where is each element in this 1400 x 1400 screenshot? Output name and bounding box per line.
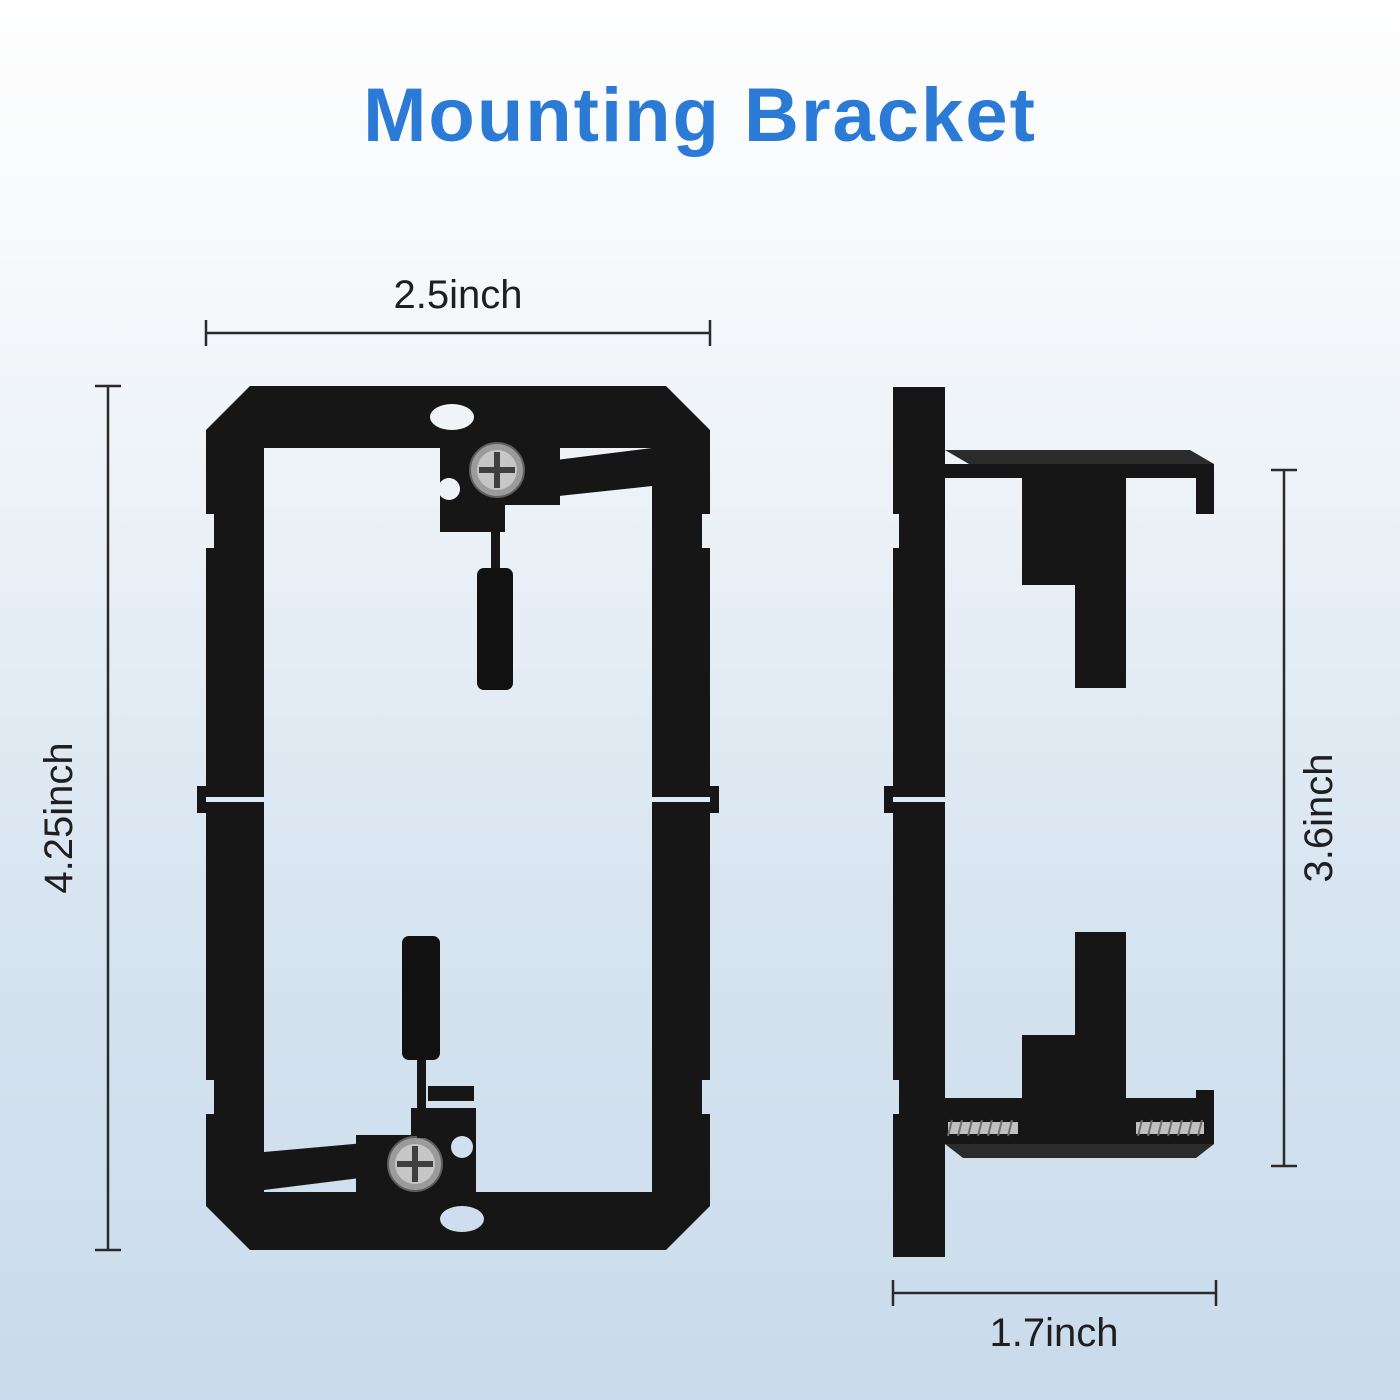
side-screw-threads — [947, 1119, 1203, 1137]
bottom-lever-stem — [417, 1056, 426, 1138]
top-plate-hole — [438, 478, 460, 500]
bottom-plate-hole — [451, 1136, 473, 1158]
frame-notch — [202, 514, 214, 548]
side-top-beam-end — [1196, 464, 1214, 514]
side-bottom-beam-face — [945, 1144, 1214, 1158]
side-screw-cover — [1018, 1118, 1136, 1138]
side-mid-tab — [884, 786, 893, 813]
side-bottom-hook — [1022, 932, 1126, 1102]
side-depth-dimension — [891, 1280, 1218, 1306]
side-view-bracket — [884, 387, 1214, 1257]
top-oval-hole — [430, 404, 474, 430]
side-top-beam — [945, 464, 1214, 478]
mid-side-tab — [710, 786, 719, 813]
bottom-clamp-lever — [402, 936, 440, 1060]
side-score-line — [893, 797, 945, 802]
bottom-latch — [428, 1086, 474, 1101]
bottom-oval-hole — [440, 1206, 484, 1232]
frame-notch — [702, 1080, 714, 1114]
side-flange-notch — [889, 1080, 899, 1114]
frame-notch — [702, 514, 714, 548]
mid-side-tab — [197, 786, 206, 813]
top-screw-phillips-cross-icon — [479, 452, 515, 488]
side-depth-label: 1.7inch — [990, 1311, 1119, 1355]
side-height-dimension — [1271, 468, 1297, 1168]
side-top-hook — [1022, 478, 1126, 688]
frame-notch — [202, 1080, 214, 1114]
top-clamp-lever — [477, 568, 513, 690]
side-top-beam-face — [945, 450, 1214, 464]
front-height-label: 4.25inch — [37, 742, 81, 893]
side-flange — [893, 387, 945, 1257]
bottom-clamp-arm — [264, 1142, 376, 1190]
front-width-dimension — [204, 320, 712, 346]
top-lever-stem — [491, 505, 500, 577]
bracket-frame — [206, 386, 710, 1250]
side-height-label: 3.6inch — [1297, 754, 1341, 883]
side-flange-notch — [889, 514, 899, 548]
front-view-bracket — [197, 386, 719, 1250]
dimension-lines — [95, 320, 1297, 1306]
front-height-dimension — [95, 384, 121, 1252]
mid-score-line — [652, 797, 710, 802]
page-title: Mounting Bracket — [363, 73, 1037, 158]
mid-score-line — [206, 797, 264, 802]
top-clamp-arm — [540, 448, 652, 498]
bottom-screw-phillips-cross-icon — [397, 1146, 433, 1182]
front-width-label: 2.5inch — [394, 273, 523, 317]
